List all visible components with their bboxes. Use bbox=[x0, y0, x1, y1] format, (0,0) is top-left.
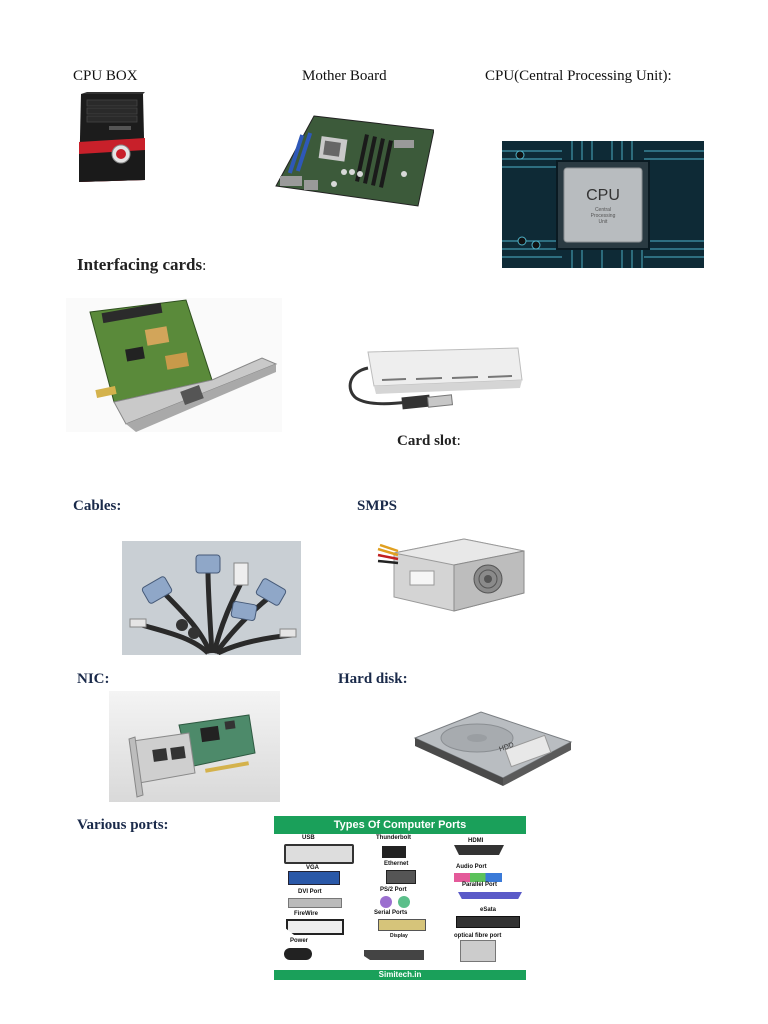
cables-image bbox=[122, 541, 301, 655]
card-slot-label: Card slot bbox=[397, 433, 457, 449]
ports-poster: Types Of Computer Ports USB Thunderbolt … bbox=[274, 816, 526, 980]
ps2-mouse-port-icon bbox=[380, 896, 392, 908]
nic-label: NIC: bbox=[77, 671, 110, 687]
cpu-label: CPU(Central Processing Unit): bbox=[485, 68, 672, 84]
card-slot-heading: Card slot: bbox=[397, 432, 461, 450]
cpu-box-label: CPU BOX bbox=[73, 68, 138, 84]
parallel-port-icon bbox=[458, 892, 522, 899]
cpu-chip-title: CPU bbox=[586, 187, 620, 204]
various-ports-label: Various ports: bbox=[77, 817, 169, 833]
ports-poster-footer: Simitech.in bbox=[274, 970, 526, 980]
cpu-chip-subtitle-1: Central bbox=[594, 207, 612, 213]
card-slot-colon: : bbox=[456, 433, 461, 449]
smps-image bbox=[376, 535, 526, 614]
port-vga-label: VGA bbox=[306, 865, 320, 871]
port-ethernet-label: Ethernet bbox=[384, 861, 409, 867]
port-serial-label: Serial Ports bbox=[374, 910, 408, 916]
hard-disk-label: Hard disk: bbox=[338, 671, 408, 687]
audio-port-icon bbox=[454, 873, 502, 882]
smps-label: SMPS bbox=[357, 498, 398, 514]
interfacing-cards-heading: Interfacing cards: bbox=[77, 255, 206, 275]
interfacing-cards-colon: : bbox=[202, 258, 207, 274]
power-port-icon bbox=[284, 948, 312, 960]
cpu-chip-subtitle-2: Processing bbox=[590, 213, 616, 219]
mother-board-label: Mother Board bbox=[302, 68, 387, 84]
port-power-label: Power bbox=[290, 938, 309, 944]
port-display-label: Display bbox=[390, 933, 408, 939]
ethernet-port-icon bbox=[386, 870, 416, 884]
esata-port-icon bbox=[456, 916, 520, 928]
optical-port-icon bbox=[460, 940, 496, 962]
hdmi-port-icon bbox=[454, 845, 504, 855]
displayport-icon bbox=[364, 950, 424, 960]
nic-image bbox=[109, 691, 280, 802]
usb-port-icon bbox=[284, 844, 354, 864]
port-audio-label: Audio Port bbox=[456, 864, 487, 870]
card-reader-image bbox=[342, 346, 524, 426]
thunderbolt-port-icon bbox=[382, 846, 406, 858]
interfacing-card-image bbox=[66, 298, 282, 432]
interfacing-cards-label: Interfacing cards bbox=[77, 255, 203, 274]
cables-label: Cables: bbox=[73, 498, 122, 514]
port-esata-label: eSata bbox=[480, 907, 497, 913]
port-ps2-label: PS/2 Port bbox=[380, 887, 407, 893]
motherboard-image bbox=[274, 114, 434, 208]
port-firewire-label: FireWire bbox=[294, 911, 318, 917]
ps2-keyboard-port-icon bbox=[398, 896, 410, 908]
vga-port-icon bbox=[288, 871, 340, 885]
port-optical-label: optical fibre port bbox=[454, 933, 502, 939]
cpu-chip-subtitle-3: Unit bbox=[598, 219, 608, 225]
port-parallel-label: Parallel Port bbox=[462, 882, 498, 888]
hard-disk-image: HDD bbox=[411, 708, 574, 788]
dvi-port-icon bbox=[288, 898, 342, 908]
cpu-image: CPU Central Processing Unit bbox=[502, 141, 704, 268]
port-thunderbolt-label: Thunderbolt bbox=[376, 835, 411, 841]
ports-poster-title: Types Of Computer Ports bbox=[274, 816, 526, 834]
serial-port-icon bbox=[378, 919, 426, 931]
port-dvi-label: DVI Port bbox=[298, 889, 322, 895]
port-usb-label: USB bbox=[302, 835, 315, 841]
port-hdmi-label: HDMI bbox=[468, 838, 484, 844]
cpu-box-image bbox=[73, 92, 147, 184]
cpu-chip-subtitle: Central Processing Unit bbox=[564, 207, 642, 225]
firewire-port-icon bbox=[286, 919, 344, 935]
